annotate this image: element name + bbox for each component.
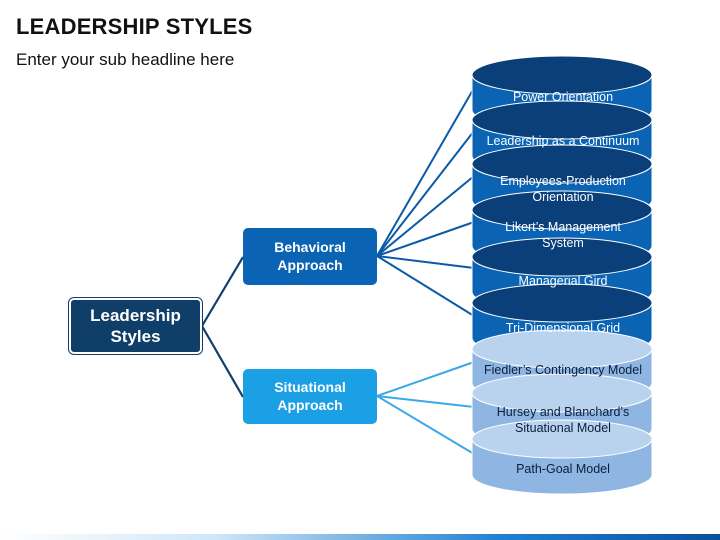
cylinder-top [471,190,653,230]
connector-situational-2 [376,395,475,455]
stack-item-label[interactable]: Hursey and Blanchard’s Situational Model [496,405,630,435]
stack-item-label[interactable]: Fiedler’s Contingency Model [484,363,642,377]
page-title: LEADERSHIP STYLES [16,14,253,39]
stack-item-label[interactable]: Tri-Dimensional Grid [505,321,621,335]
cylinder-top [471,55,653,95]
stack-item-label[interactable]: Leadership as a Continuum [486,134,640,148]
branch-node-situational[interactable]: Situational Approach [243,369,377,424]
page-subtitle: Enter your sub headline here [16,50,235,69]
root-node-label: Leadership Styles [90,305,181,346]
connector-root-situational [201,325,244,398]
footer-accent-bar [0,534,720,540]
cylinder-top [471,373,653,413]
connector-root-behavioral [201,256,244,327]
cylinder-top [471,237,653,277]
cylinder-top [471,100,653,140]
connector-behavioral-2 [376,175,475,257]
cylinder-top [471,283,653,323]
root-node-leadership-styles[interactable]: Leadership Styles [69,298,202,354]
branch-node-label: Situational Approach [274,379,346,413]
connector-behavioral-3 [376,221,475,257]
connector-behavioral-4 [376,255,475,269]
branch-node-label: Behavioral Approach [274,239,346,273]
branch-node-behavioral[interactable]: Behavioral Approach [243,228,377,285]
connector-situational-1 [376,395,475,408]
cylinder-top [471,419,653,459]
stack-item-label[interactable]: Likert’s Management System [505,220,621,250]
stack-item-label[interactable]: Power Orientation [512,90,614,104]
connector-situational-0 [376,361,475,397]
stack-item-label[interactable]: Path-Goal Model [516,462,610,476]
connector-behavioral-5 [376,255,475,317]
connector-behavioral-0 [376,87,475,257]
connector-behavioral-1 [376,130,475,257]
cylinder-top [471,144,653,184]
cylinder-top [471,329,653,369]
stack-item-label[interactable]: Employees-Production Orientation [500,174,626,204]
stack-item-label[interactable]: Managerial Gird [518,274,608,288]
cylinder-8 [471,419,653,495]
